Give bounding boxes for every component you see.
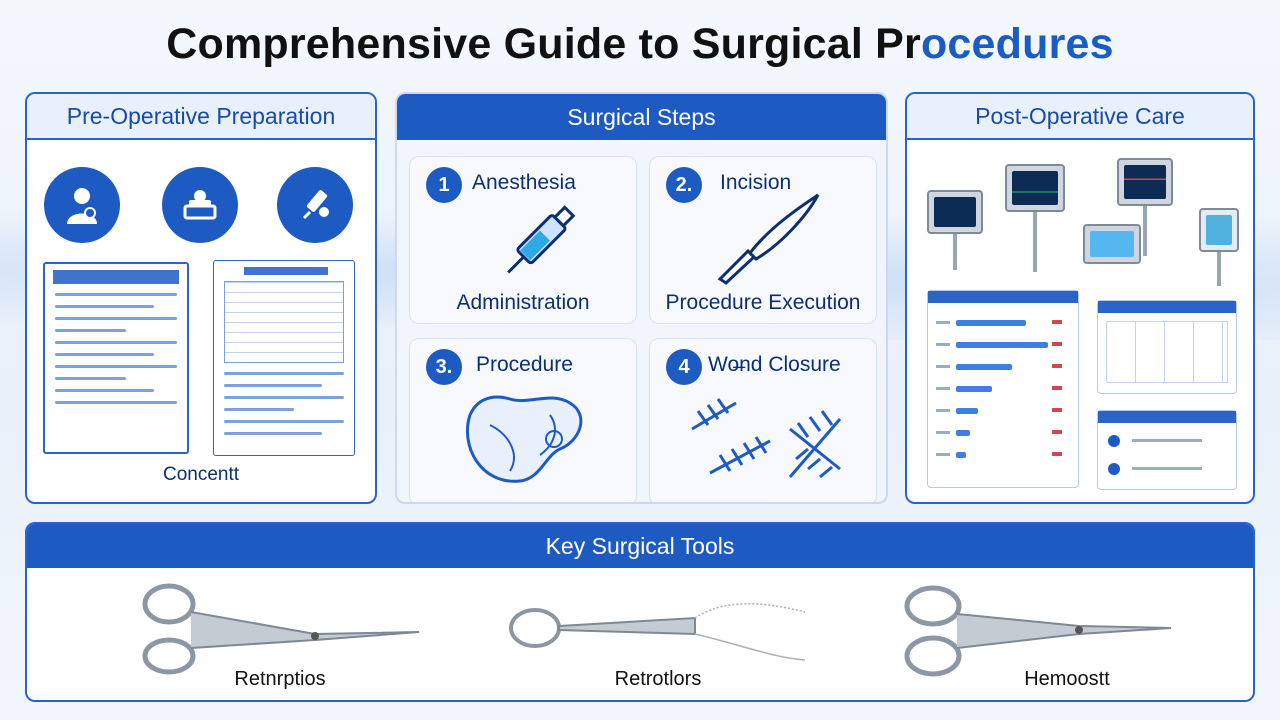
pre-operative-header: Pre-Operative Preparation (27, 94, 375, 140)
medication-card (1097, 410, 1237, 490)
step-subtitle: Administration (456, 291, 590, 314)
step-number: 2. (666, 167, 702, 203)
step-title: Procedure (476, 353, 573, 376)
iv-pump-icon (1199, 194, 1245, 290)
step-number: 1 (426, 167, 462, 203)
key-surgical-tools-header: Key Surgical Tools (27, 524, 1253, 568)
tool-label-retnrptios: Retnrptios (234, 668, 326, 690)
tool-label-hemoostt: Hemoostt (1024, 668, 1110, 690)
pre-operative-panel: Pre-Operative Preparation C (25, 92, 377, 504)
surgical-steps-header: Surgical Steps (397, 94, 886, 140)
vitals-chart-card (927, 290, 1079, 488)
title-main: Comprehensive Guide to Surgical Pr (166, 20, 921, 68)
step-title: Incision (720, 171, 792, 194)
key-surgical-tools-panel: Key Surgical Tools Retnrptios Retrotlors… (25, 522, 1255, 702)
patient-bed-icon (162, 167, 238, 243)
organ-icon (465, 395, 583, 483)
consent-label: Concentt (162, 464, 240, 485)
step-card-wound-closure: 4 Wo̶nd Closure (649, 338, 877, 502)
step-card-procedure: 3. Procedure (409, 338, 637, 502)
hemostat-icon (904, 585, 1172, 677)
step-card-incision: 2. Incision Procedure Execution (649, 156, 877, 324)
post-operative-panel: Post-Operative Care (905, 92, 1255, 504)
scissors-icon (142, 583, 420, 675)
forceps-icon (509, 603, 806, 661)
step-number: 4 (666, 349, 702, 385)
checklist-document (213, 260, 355, 456)
title-accent: ocedures (920, 20, 1114, 68)
patient-monitor-icon (907, 154, 1253, 284)
doctor-patient-icon (44, 167, 120, 243)
tool-label-retrotlors: Retrotlors (614, 668, 702, 690)
step-subtitle: Procedure Execution (665, 291, 861, 314)
consent-form-document (43, 262, 189, 454)
scalpel-icon (717, 193, 820, 285)
page-title: Comprehensive Guide to Surgical Procedur… (0, 20, 1280, 69)
syringe-hand-icon (277, 167, 353, 243)
step-title: Anesthesia (472, 171, 576, 194)
step-card-anesthesia: 1 Anesthesia Administration (409, 156, 637, 324)
sutures-icon (691, 398, 842, 479)
surgical-steps-panel: Surgical Steps 1 Anesthesia Administrati… (395, 92, 888, 504)
step-number: 3. (426, 349, 462, 385)
post-operative-header: Post-Operative Care (907, 94, 1253, 140)
step-title: Wo̶nd Closure (708, 353, 841, 376)
syringe-icon (507, 205, 576, 274)
schedule-card (1097, 300, 1237, 394)
